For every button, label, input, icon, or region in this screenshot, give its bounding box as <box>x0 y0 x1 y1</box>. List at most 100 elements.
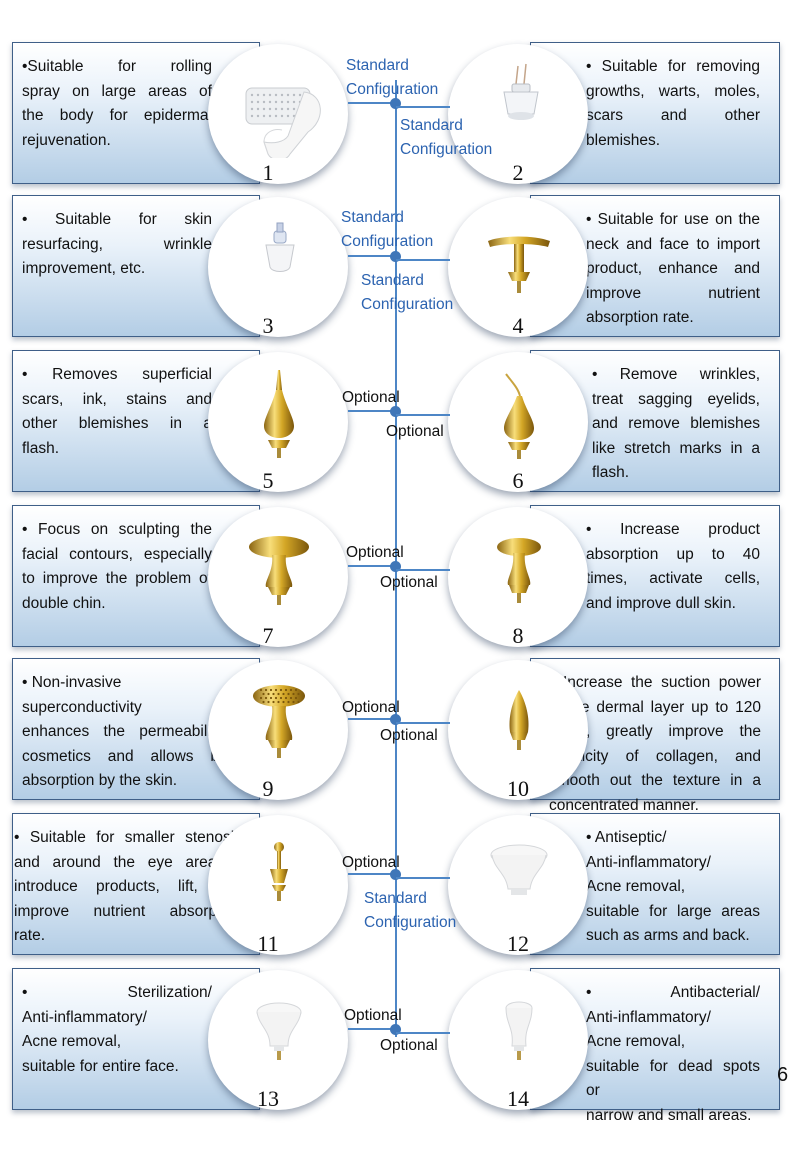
device-illustration-bullet-head <box>468 674 568 779</box>
product-image-8: 8 <box>448 507 588 648</box>
product-image-1: 1 <box>208 44 348 185</box>
item-number-10: 10 <box>507 776 529 801</box>
description-line: narrow and small areas. <box>586 1106 752 1124</box>
description-line: • Removes superficial <box>22 366 212 383</box>
device-illustration-roller-head <box>228 58 328 163</box>
description-line: • Suitable for use on the <box>586 211 760 228</box>
item-number-6: 6 <box>512 468 524 493</box>
product-image-2: 2 <box>448 44 588 185</box>
description-line: Anti-inflammatory/ <box>22 1008 147 1026</box>
config-label-line: Standard <box>346 57 409 74</box>
connector-branch-9 <box>348 718 396 720</box>
description-line: • Increase product <box>586 521 760 538</box>
config-label-8: Optional <box>380 574 438 591</box>
description-line: Acne removal, <box>22 1033 122 1050</box>
feature-description-3: • Suitable for skin resurfacing, wrinkle i… <box>22 208 212 282</box>
description-line: suitable for dead spots or <box>586 1057 760 1100</box>
description-line: suitable for large areas <box>586 902 760 920</box>
description-line: flash. <box>22 439 60 457</box>
product-image-4: 4 <box>448 197 588 338</box>
connector-node <box>390 1024 401 1035</box>
product-image-12: 12 <box>448 815 588 956</box>
description-line: • Non-invasive <box>22 674 122 691</box>
connector-node <box>390 251 401 262</box>
description-line: spray on large areas of <box>22 82 212 100</box>
connector-node <box>390 561 401 572</box>
product-image-7: 7 <box>208 507 348 648</box>
description-line: • Antibacterial/ <box>586 984 760 1001</box>
description-line: improvement, etc. <box>22 260 146 277</box>
connector-node <box>390 714 401 725</box>
device-illustration-bent-needle-head <box>468 366 568 471</box>
description-line: • Focus on sculpting the <box>22 521 212 538</box>
product-image-6: 6 <box>448 352 588 493</box>
product-image-9: 9 <box>208 660 348 801</box>
connector-vertical-line <box>395 80 397 1037</box>
description-line: superconductivity <box>22 698 142 716</box>
description-line: other blemishes in a <box>22 415 212 432</box>
page-number: 6 <box>777 1064 789 1086</box>
description-line: double chin. <box>22 594 106 612</box>
description-line: and improve dull skin. <box>586 594 736 612</box>
description-line: growths, warts, moles, <box>586 82 760 100</box>
device-illustration-small-ball-head <box>228 829 328 934</box>
device-illustration-mesh-mushroom-head <box>228 674 328 779</box>
description-line: • Sterilization/ <box>22 984 212 1001</box>
description-line: cosmetics and allows better <box>22 747 250 765</box>
description-line: Acne removal, <box>586 1033 686 1050</box>
item-number-11: 11 <box>257 931 279 956</box>
description-line: • Suitable for removing <box>586 58 760 75</box>
feature-description-9: • Non-invasive superconductivity enhances … <box>22 671 250 794</box>
config-label-6: Optional <box>386 423 444 440</box>
device-illustration-t-bar-head <box>468 211 568 316</box>
description-line: to improve the problem of <box>22 570 212 587</box>
description-line: concentrated manner. <box>549 796 699 814</box>
description-line: smooth out the texture in a <box>549 772 761 789</box>
product-image-3: 3 <box>208 197 348 338</box>
description-line: absorption by the skin. <box>22 772 178 789</box>
config-label-9: Optional <box>342 699 400 716</box>
product-image-10: 10 <box>448 660 588 801</box>
description-line: such as arms and back. <box>586 927 750 944</box>
item-number-5: 5 <box>262 468 274 493</box>
config-label-14: Optional <box>380 1037 438 1054</box>
connector-branch-5 <box>348 410 396 412</box>
product-image-14: 14 <box>448 970 588 1111</box>
description-line: absorption rate. <box>586 309 694 326</box>
feature-description-2: • Suitable for removing growths, warts, m… <box>586 55 760 153</box>
config-label-line: Standard <box>341 209 404 226</box>
connector-branch-1 <box>348 102 396 104</box>
connector-branch-14 <box>396 1032 450 1034</box>
description-line: scars, ink, stains and <box>22 390 212 408</box>
product-image-13: 13 <box>208 970 348 1111</box>
description-line: Acne removal, <box>586 878 686 895</box>
description-line: Anti-inflammatory/ <box>586 1008 711 1026</box>
description-line: • Antiseptic/ <box>586 829 667 846</box>
description-line: •Suitable for rolling <box>22 58 212 75</box>
feature-description-12: • Antiseptic/Anti-inflammatory/Acne remo… <box>586 826 760 949</box>
description-line: in the dermal layer up to 120 <box>549 698 761 716</box>
config-label-line: Configuration <box>361 296 454 313</box>
connector-branch-11 <box>348 873 396 875</box>
description-line: resurfacing, wrinkle <box>22 235 212 253</box>
item-number-9: 9 <box>262 776 274 801</box>
description-line: treat sagging eyelids, <box>592 390 760 408</box>
description-line: neck and face to import <box>586 235 760 253</box>
description-line: enhances the permeability of <box>22 723 250 740</box>
feature-description-13: • Sterilization/Anti-inflammatory/Acne r… <box>22 981 212 1079</box>
connector-branch-13 <box>348 1028 396 1030</box>
config-label-11: Optional <box>342 854 400 871</box>
description-line: Anti-inflammatory/ <box>586 853 711 871</box>
item-number-2: 2 <box>512 160 524 185</box>
product-image-11: 11 <box>208 815 348 956</box>
description-line: the body for epidermal <box>22 107 212 124</box>
description-line: • Suitable for skin <box>22 211 212 228</box>
item-number-3: 3 <box>262 313 274 338</box>
description-line: rate. <box>14 927 46 944</box>
